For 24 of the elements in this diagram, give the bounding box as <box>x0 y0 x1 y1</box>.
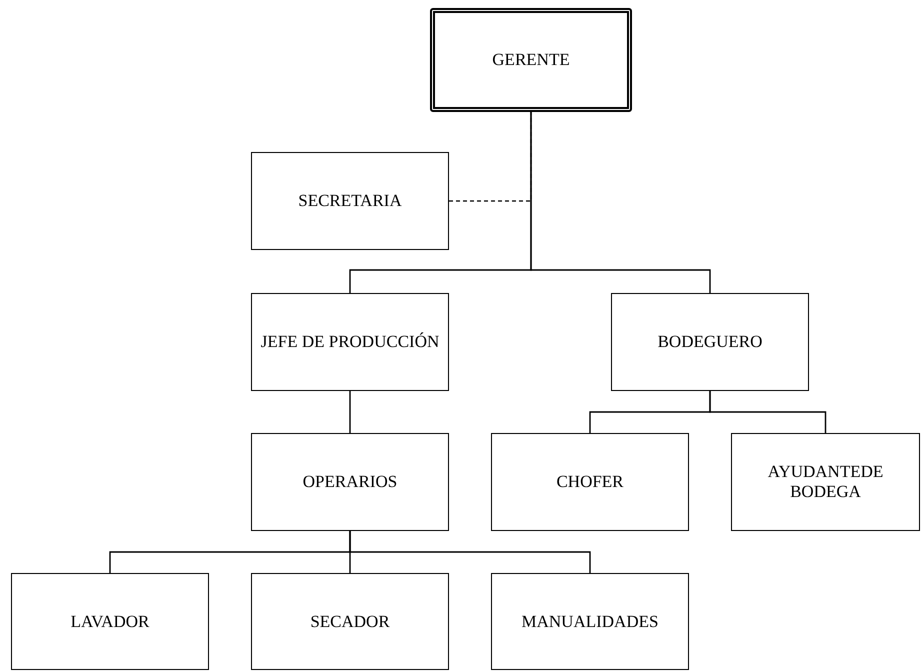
org-box <box>430 8 632 112</box>
org-box <box>491 433 689 531</box>
org-box <box>11 573 209 670</box>
role-label: SECRETARIA <box>297 191 403 211</box>
role-label: CHOFER <box>555 472 625 492</box>
role-label: JEFE DE PRODUCCIÓN <box>260 332 440 352</box>
org-box <box>251 573 449 670</box>
role-label: AYUDANTEDE BODEGA <box>766 462 884 502</box>
role-label: SECADOR <box>309 612 391 632</box>
role-label: BODEGUERO <box>656 332 764 352</box>
role-label: MANUALIDADES <box>520 612 660 632</box>
connector-line <box>349 531 591 573</box>
org-box <box>251 293 449 391</box>
org-box <box>491 573 689 670</box>
org-box <box>251 152 449 250</box>
connector-line <box>349 391 351 433</box>
role-label: GERENTE <box>491 50 571 70</box>
connector-line <box>530 112 711 293</box>
connector-line <box>709 391 826 433</box>
role-label: OPERARIOS <box>302 472 398 492</box>
org-box <box>731 433 920 531</box>
org-box <box>611 293 809 391</box>
org-box <box>251 433 449 531</box>
role-label: LAVADOR <box>70 612 150 632</box>
